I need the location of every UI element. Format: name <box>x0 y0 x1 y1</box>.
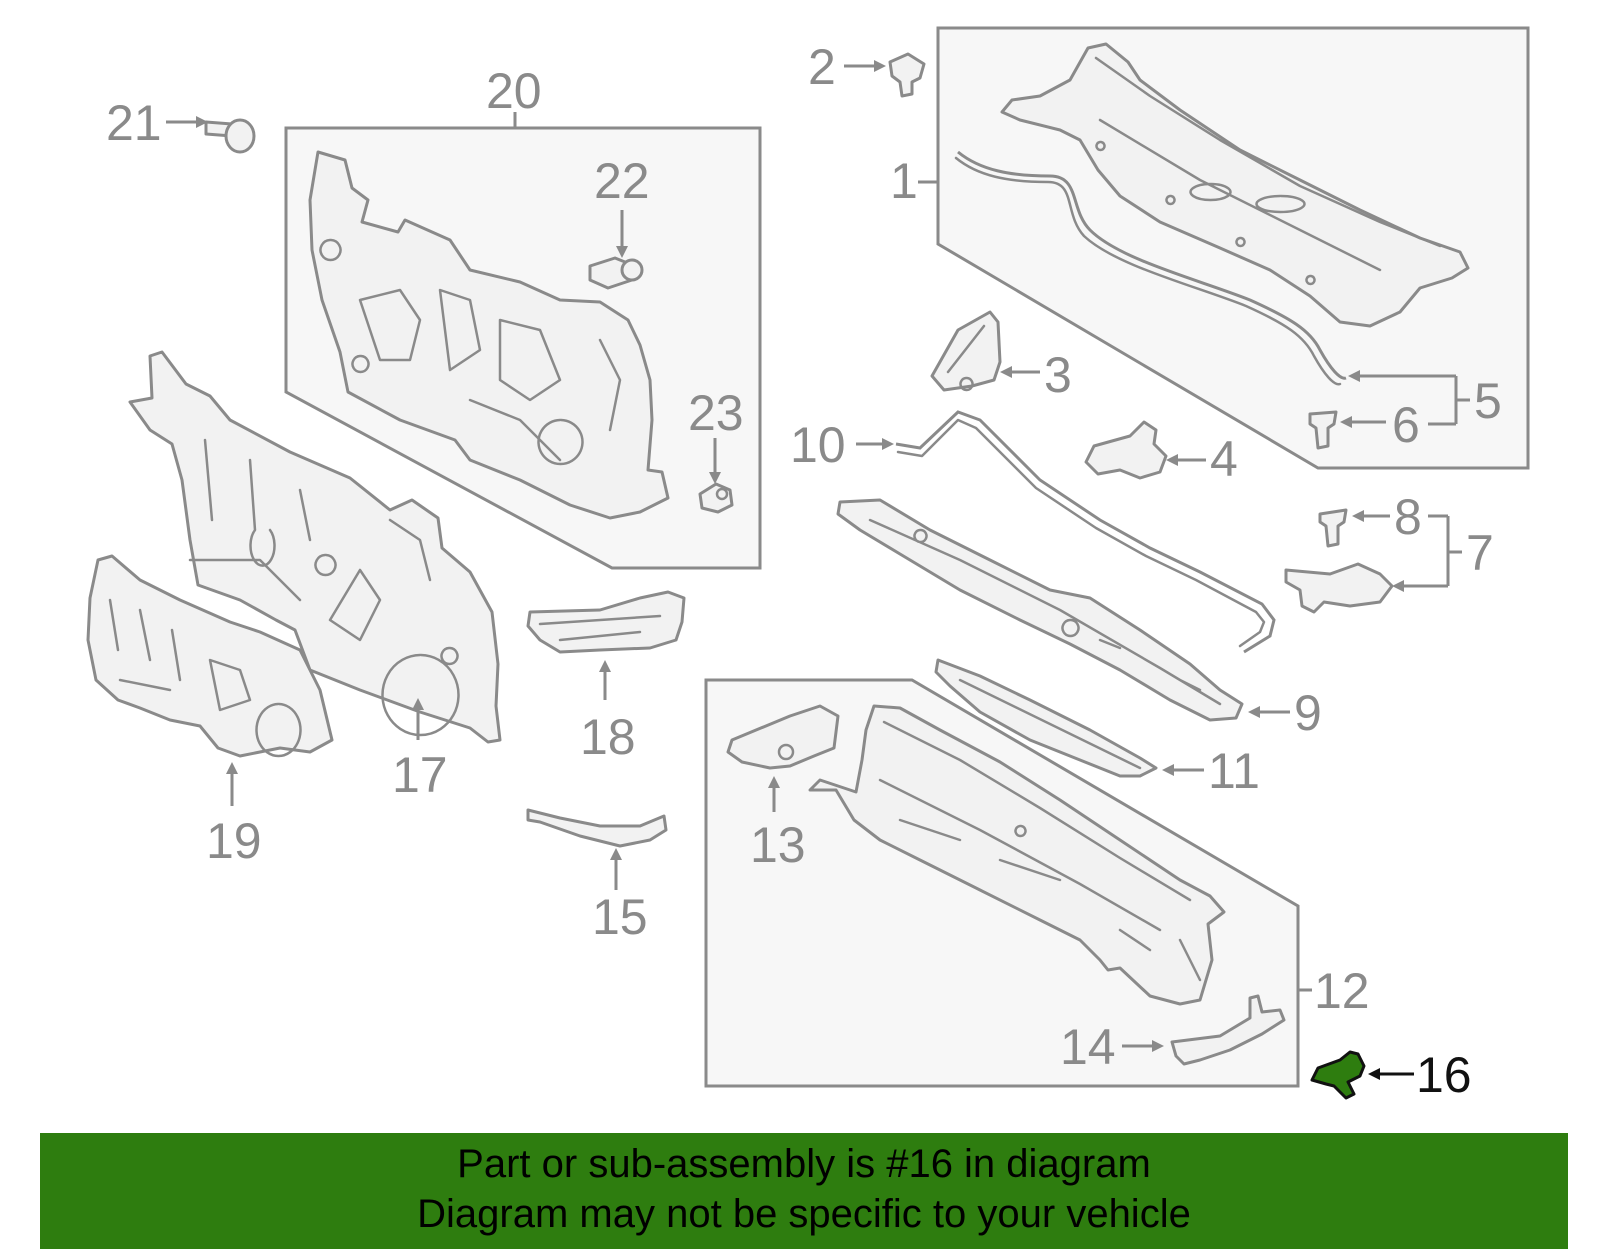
label-6: 6 <box>1392 397 1420 453</box>
arrow-18 <box>599 660 611 672</box>
arrow-6 <box>1340 416 1352 428</box>
arrow-11 <box>1162 764 1174 776</box>
part-15-strip <box>526 808 668 848</box>
part-5-seal-inner <box>954 156 1342 386</box>
label-21: 21 <box>106 95 162 151</box>
part-11-detail <box>958 678 1142 770</box>
part-6-clip <box>1308 410 1338 450</box>
label-16: 16 <box>1416 1047 1472 1103</box>
part-8-clip <box>1318 508 1348 548</box>
label-22: 22 <box>594 153 650 209</box>
label-23: 23 <box>688 385 744 441</box>
part-14-bracket <box>1170 994 1286 1066</box>
arrow-14 <box>1152 1040 1164 1052</box>
arrow-9 <box>1248 706 1260 718</box>
arrow-5 <box>1348 370 1360 382</box>
arrow-3 <box>1000 366 1012 378</box>
arrow-13 <box>768 776 780 788</box>
arrow-7 <box>1392 580 1404 592</box>
label-12: 12 <box>1314 963 1370 1019</box>
part-19-detail <box>108 598 302 758</box>
label-19: 19 <box>206 813 262 869</box>
arrow-22 <box>616 246 628 258</box>
part-9-bracket <box>836 498 1244 722</box>
label-17: 17 <box>392 747 448 803</box>
arrow-15 <box>610 848 622 860</box>
part-dash-insulator-detail <box>319 238 622 466</box>
part-10-rod-inner <box>896 418 1266 648</box>
label-20: 20 <box>486 63 542 119</box>
part-1-detail <box>1094 56 1442 286</box>
label-3: 3 <box>1044 347 1072 403</box>
label-15: 15 <box>592 889 648 945</box>
arrow-17 <box>412 698 424 710</box>
label-4: 4 <box>1210 431 1238 487</box>
label-2: 2 <box>808 39 836 95</box>
part-13-bracket <box>726 704 840 770</box>
label-18: 18 <box>580 709 636 765</box>
arrow-8 <box>1352 510 1364 522</box>
part-5-seal <box>957 150 1347 380</box>
label-14: 14 <box>1060 1019 1116 1075</box>
part-10-rod <box>895 410 1276 654</box>
banner-line-2: Diagram may not be specific to your vehi… <box>417 1192 1191 1236</box>
part-7-bracket <box>1284 562 1394 614</box>
part-17-detail <box>188 438 460 737</box>
part-23-clip <box>698 482 734 514</box>
arrow-16 <box>1368 1068 1380 1080</box>
part-12-detail <box>878 720 1202 982</box>
arrow-10 <box>882 438 894 450</box>
label-7: 7 <box>1466 525 1494 581</box>
part-dash-insulator <box>308 150 670 520</box>
label-1: 1 <box>890 153 918 209</box>
part-2-clip <box>888 52 926 98</box>
part-16-highlighted <box>1310 1050 1366 1100</box>
part-3-detail <box>946 324 986 392</box>
info-banner: Part or sub-assembly is #16 in diagram D… <box>40 1133 1568 1249</box>
arrow-23 <box>709 472 721 484</box>
label-5: 5 <box>1474 373 1502 429</box>
arrow-21 <box>196 116 208 128</box>
label-9: 9 <box>1294 685 1322 741</box>
part-22-clip <box>588 256 644 290</box>
arrow-2 <box>874 60 886 72</box>
arrow-4 <box>1166 454 1178 466</box>
part-13-hole <box>777 743 795 761</box>
label-11: 11 <box>1208 743 1260 799</box>
label-10: 10 <box>790 417 846 473</box>
arrow-19 <box>226 762 238 774</box>
part-11-strip <box>934 658 1158 778</box>
part-21-bolt <box>204 118 256 154</box>
label-8: 8 <box>1394 489 1422 545</box>
banner-line-1: Part or sub-assembly is #16 in diagram <box>457 1142 1151 1186</box>
part-17-dash-panel <box>128 350 502 744</box>
part-18-bracket <box>526 590 686 654</box>
part-9-detail <box>868 518 1222 706</box>
label-13: 13 <box>750 817 806 873</box>
part-4-bracket <box>1084 420 1168 480</box>
part-18-detail <box>538 614 662 642</box>
